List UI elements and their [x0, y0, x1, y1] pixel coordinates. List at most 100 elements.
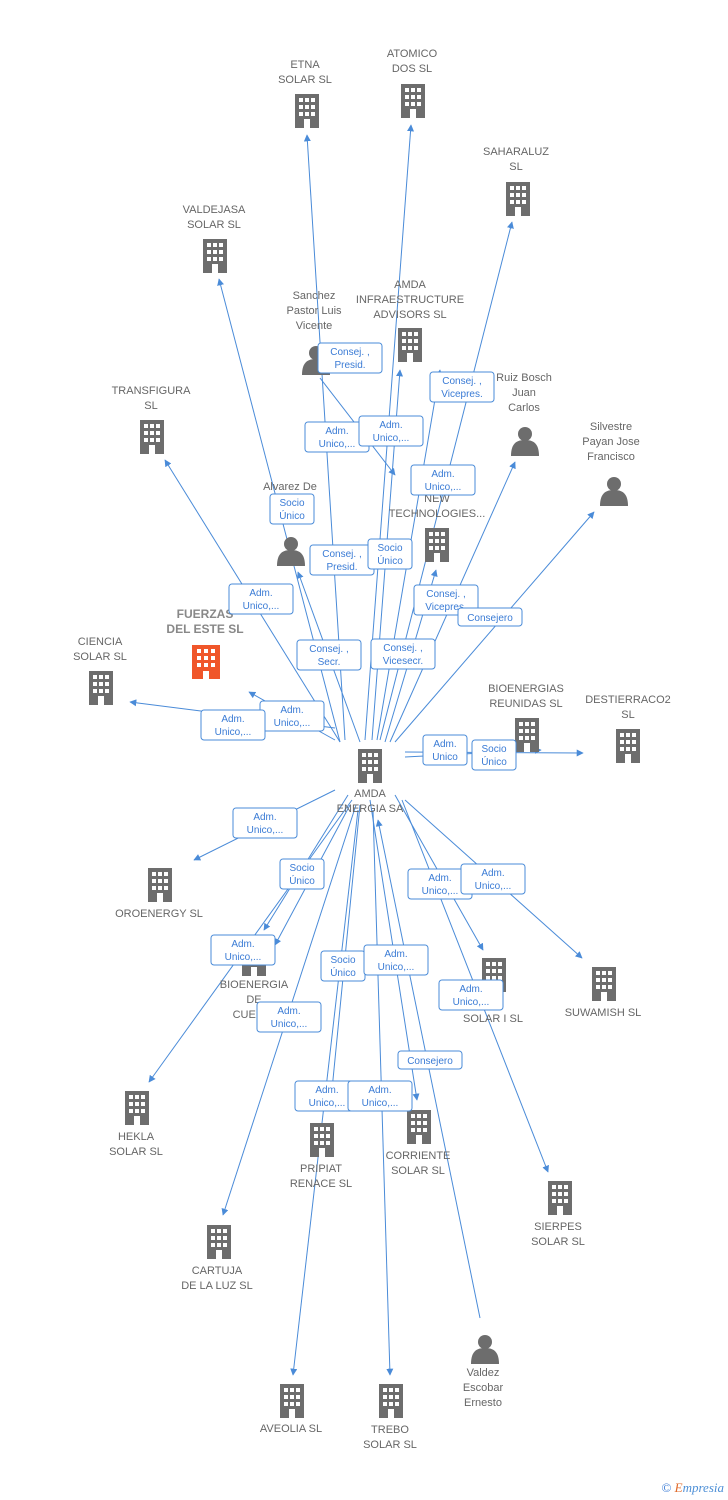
role-label[interactable]: Consej. ,Vicesecr.	[370, 638, 436, 670]
role-label[interactable]: Adm.Unico,...	[256, 1001, 322, 1033]
role-label[interactable]: Adm.Unico,...	[438, 979, 504, 1011]
node-label-line: SIERPES	[534, 1221, 582, 1233]
role-label[interactable]: Adm.Unico	[422, 734, 468, 766]
role-label-line: Unico,...	[475, 881, 512, 892]
node-label-line: SL	[621, 709, 634, 721]
role-label-line: Adm.	[368, 1085, 391, 1096]
role-label-box	[317, 342, 383, 374]
role-label[interactable]: Adm.Unico,...	[358, 415, 424, 447]
role-label-text: Adm.Unico,...	[243, 588, 280, 612]
role-label[interactable]: Adm. Unico,...	[232, 807, 298, 839]
role-label-line: Adm.	[249, 588, 272, 599]
role-label-text: Consej. ,Presid.	[322, 549, 361, 573]
role-label-line: Consej. ,	[426, 589, 465, 600]
role-label[interactable]: Consej. ,Presid.	[309, 544, 375, 576]
role-label-line: Consej. ,	[442, 376, 481, 387]
role-label-line: Adm.	[253, 812, 276, 823]
role-label-line: Adm.	[277, 1006, 300, 1017]
node-label: SUWAMISH SL	[565, 1007, 642, 1019]
role-label[interactable]: Consej. ,Presid.	[317, 342, 383, 374]
brand-initial: E	[674, 1480, 683, 1495]
node-label-line: SOLAR SL	[109, 1146, 163, 1158]
role-label[interactable]: Adm.Unico,...	[210, 934, 276, 966]
role-label[interactable]: Adm.Unico,...	[294, 1080, 360, 1112]
role-label[interactable]: Consejero	[457, 607, 523, 627]
building-icon	[379, 1384, 403, 1418]
empresia-watermark[interactable]: © Empresia	[662, 1480, 725, 1496]
role-label-box	[256, 1001, 322, 1033]
company-node-suwamish[interactable]: SUWAMISH SL	[565, 967, 642, 1019]
role-label-line: Adm.	[481, 868, 504, 879]
role-label-line: Vicepres.	[425, 602, 467, 613]
role-label-line: Adm.	[384, 949, 407, 960]
role-label-line: Socio	[330, 955, 355, 966]
role-label[interactable]: Consejero	[397, 1050, 463, 1070]
role-label-line: Unico,...	[215, 727, 252, 738]
building-icon	[203, 239, 227, 273]
node-label-line: SOLAR SL	[391, 1165, 445, 1177]
role-label[interactable]: Adm.Unico,...	[363, 944, 429, 976]
building-icon	[401, 84, 425, 118]
building-icon	[280, 1384, 304, 1418]
role-label[interactable]: Adm.Unico,...	[259, 700, 325, 732]
node-label-line: NEW	[424, 493, 450, 505]
building-icon	[548, 1181, 572, 1215]
role-label[interactable]: Consej. ,Secr.	[296, 639, 362, 671]
role-label[interactable]: Adm.Unico,...	[200, 709, 266, 741]
role-label-line: Adm.	[325, 426, 348, 437]
node-label-line: Pastor Luis	[286, 305, 342, 317]
role-label[interactable]: Adm. Unico,...	[460, 863, 526, 895]
node-label-line: SL	[144, 400, 157, 412]
role-label-line: Unico,...	[319, 439, 356, 450]
node-label-line: Vicente	[296, 320, 333, 332]
company-node-oroenergy[interactable]: OROENERGY SL	[115, 868, 203, 920]
role-label[interactable]: Consej. ,Vicepres.	[429, 371, 495, 403]
role-label-box	[370, 638, 436, 670]
role-label[interactable]: Adm.Unico,...	[410, 464, 476, 496]
company-node-aveolia[interactable]: AVEOLIA SL	[260, 1384, 322, 1435]
role-label-line: Secr.	[318, 657, 341, 668]
role-label-line: Consejero	[467, 613, 513, 624]
role-label-line: Unico,...	[247, 825, 284, 836]
role-label-line: Socio	[481, 744, 506, 755]
role-label[interactable]: Adm.Unico,...	[228, 583, 294, 615]
role-label-line: Unico,...	[422, 886, 459, 897]
role-label[interactable]: Adm.Unico,...	[347, 1080, 413, 1112]
role-label-text: Consej. ,Vicesecr.	[383, 643, 423, 667]
